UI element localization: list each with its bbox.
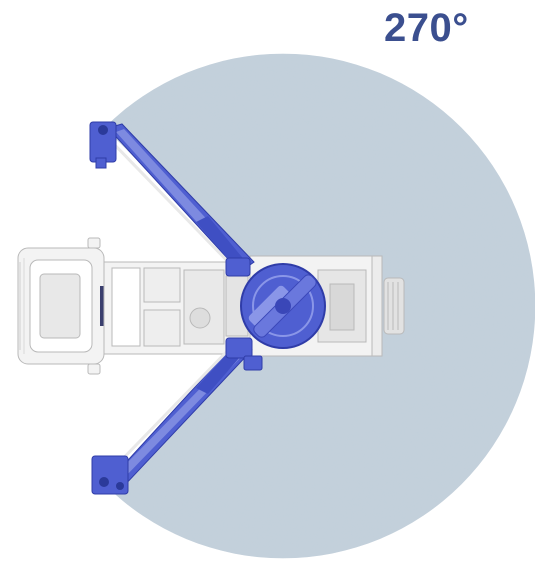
crane-assembly [89,121,326,495]
rear-bumper [383,277,405,335]
rotation-angle-label: 270° [384,6,469,50]
turntable-rotator [248,285,290,327]
rear-pad [371,255,383,357]
upper-boom [89,121,255,273]
cab-windshield [39,273,81,339]
lower-boom [91,339,253,495]
truck-top-view [17,237,405,375]
